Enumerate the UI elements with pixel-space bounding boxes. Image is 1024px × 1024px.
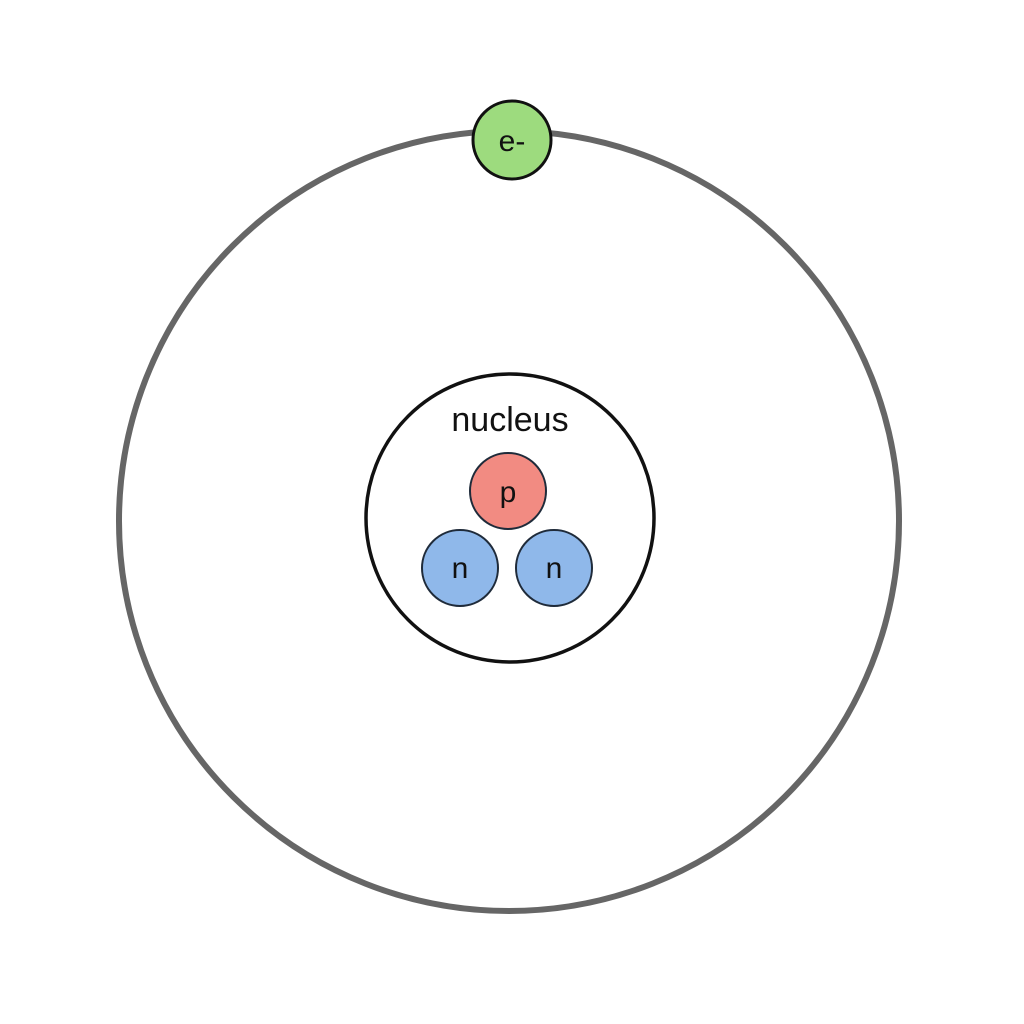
neutron-right-circle [515, 529, 593, 607]
neutron-right-label: n [546, 552, 563, 585]
neutron-right: n [515, 529, 593, 607]
proton: p [469, 452, 547, 530]
nucleus-label: nucleus [451, 401, 568, 439]
neutron-left: n [421, 529, 499, 607]
electron-circle [471, 99, 553, 181]
neutron-left-label: n [452, 552, 469, 585]
neutron-left-circle [421, 529, 499, 607]
electron-label: e- [499, 125, 526, 158]
proton-circle [469, 452, 547, 530]
proton-label: p [500, 476, 517, 509]
electron: e- [471, 99, 553, 181]
